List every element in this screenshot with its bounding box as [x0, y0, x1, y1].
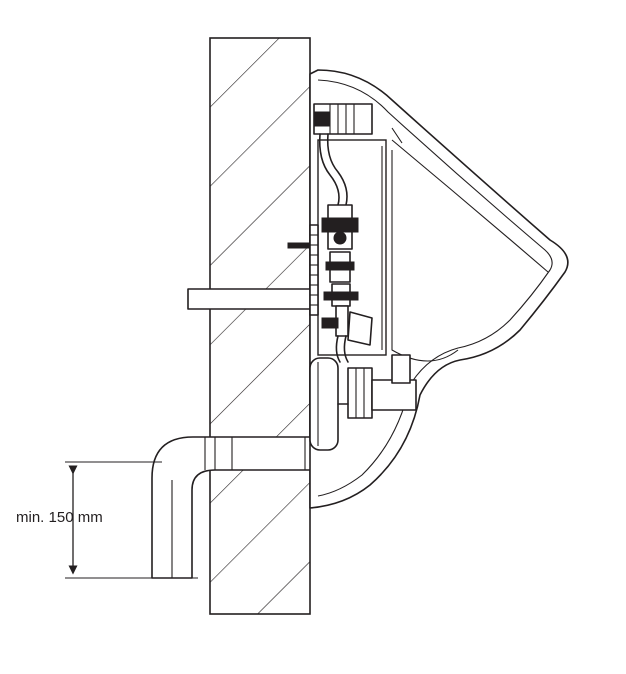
- wall-section: [209, 37, 311, 615]
- supply-hose: [318, 133, 348, 206]
- dimension-label: min. 150 mm: [16, 509, 103, 526]
- height-dimension: [65, 461, 198, 579]
- wall-bracket: [187, 288, 317, 310]
- water-inlet-connector: [313, 103, 373, 135]
- siphon-trap: [309, 354, 417, 451]
- valve-assembly: [287, 204, 373, 363]
